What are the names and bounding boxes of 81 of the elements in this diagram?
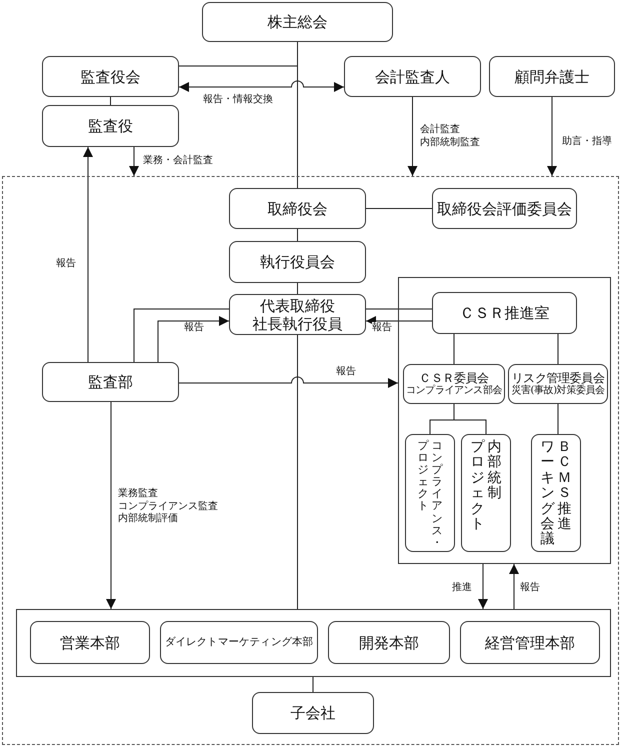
box-text: 代表取締役 [260,296,335,314]
box-text: 社長執行役員 [252,314,342,332]
org-box [328,621,450,664]
connector-line [312,676,314,692]
box-text: ＣＳＲ推進室 [460,304,550,322]
dashed-boundary [2,176,619,745]
edge-label: 報告 [372,322,392,334]
org-box [403,364,505,404]
org-box [432,292,577,334]
box-text: ＣＳＲ委員会 [419,370,489,385]
org-box [252,692,374,734]
box-text: コンプライアンス部会 [406,385,502,398]
edge-label: 報告・情報交換 [203,94,273,106]
org-box [42,362,179,402]
box-text: 災害(事故)対策委員会 [511,385,605,398]
box-text: 営業本部 [60,634,120,652]
arrow [509,564,519,610]
box-text: 株主総会 [268,13,328,31]
arrow [366,316,432,326]
box-text: 執行役員会 [260,253,335,271]
org-box [508,364,608,404]
edge-label: 業務・会計監査 [143,155,213,168]
org-box [202,2,393,42]
org-box [229,241,366,283]
arrow [158,316,230,362]
connector-line [297,42,298,188]
connector-line [110,96,111,106]
box-text: 監査役 [88,117,133,135]
org-box [42,105,179,147]
box-text: 開発本部 [359,634,419,652]
org-box [344,56,481,97]
org-box [432,188,577,229]
connector-line [297,282,298,294]
org-box [460,621,600,664]
arrow [129,146,139,176]
org-box [489,56,615,97]
connector-line [366,308,432,310]
edge-label: 報告 [184,322,204,334]
box-text: 経営管理本部 [485,634,575,652]
arrow [106,402,116,610]
arrow [547,96,557,176]
edge-label: 報告 [336,366,356,378]
edge-label: 助言・指導 [562,136,612,148]
arrow [408,96,418,176]
box-text: 監査部 [88,373,133,391]
connector-line [366,208,432,209]
edge-label: 推進 [452,582,472,594]
box-text: 監査役会 [80,68,140,86]
connector-line [454,404,486,434]
box-text: プロジェクト [418,440,428,513]
box-text: コンプライアンス・ [432,440,442,549]
box-text: リスク管理委員会 [512,370,604,385]
box-text: プロジェクト [470,440,484,532]
box-text: ワーキング会議 [540,440,554,548]
org-box [229,188,366,229]
edge-label: 報告 [520,582,540,594]
org-box [160,621,318,664]
arrow [178,80,344,92]
org-box [30,621,150,664]
arrow [478,564,488,610]
box-text: 顧問弁護士 [514,68,590,86]
edge-label: 報告 [56,258,76,270]
box-text: 内部統制 [488,440,502,502]
org-box [461,434,511,552]
arrow [178,376,398,388]
group-frame [398,277,611,564]
connector-line [297,228,298,242]
box-text: 取締役会 [268,200,328,218]
org-box [531,434,581,552]
box-text: 子会社 [290,704,336,722]
org-box [42,56,179,97]
box-text: 取締役会評価委員会 [437,200,572,218]
org-box [405,434,455,552]
box-text: ＢＣＭＳ推進 [558,440,572,532]
box-text: 会計監査人 [375,68,450,86]
box-text: ダイレクトマーケティング本部 [164,636,314,649]
connector-line [134,308,230,362]
org-box [229,294,366,335]
arrow [83,146,93,362]
connector-line [297,334,298,610]
group-frame [16,609,611,677]
